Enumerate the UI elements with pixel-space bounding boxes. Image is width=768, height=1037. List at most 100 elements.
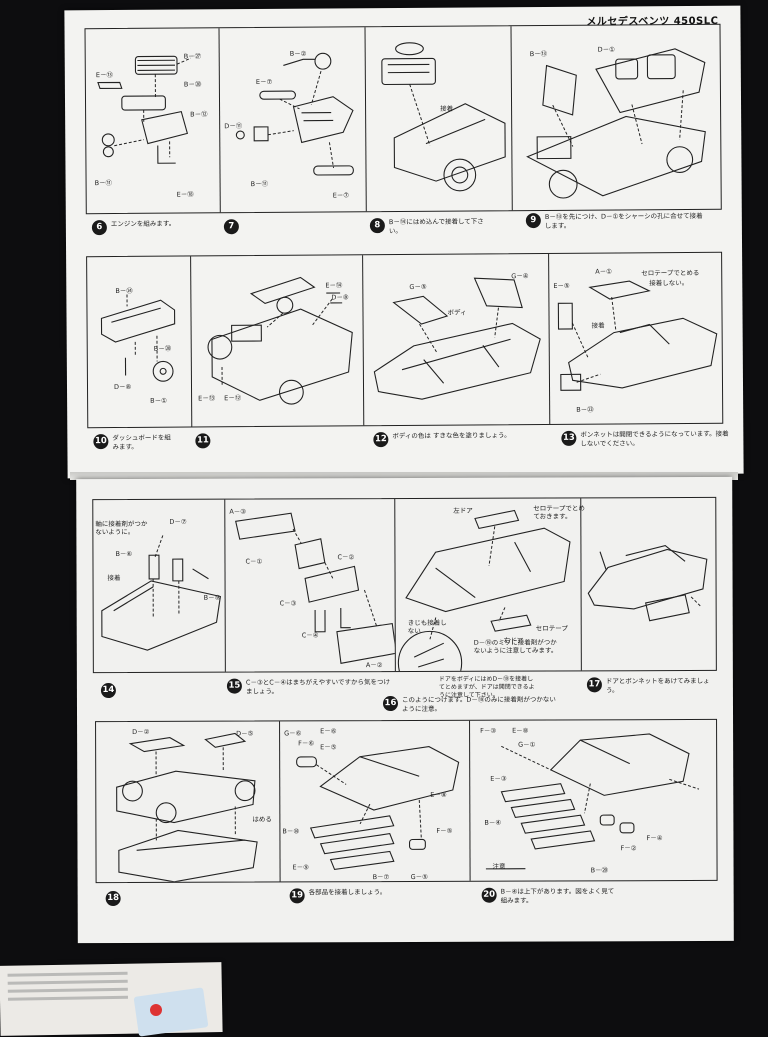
part-label: E－③ bbox=[490, 774, 507, 783]
step-20: 20 B－④は上下があります。図をよく見て組みます。 bbox=[481, 887, 621, 905]
step-number: 8 bbox=[369, 218, 385, 234]
doors-body-drawing bbox=[397, 509, 571, 672]
part-label: E－⑬ bbox=[198, 394, 216, 403]
part-label: B－① bbox=[150, 396, 167, 405]
illustration-step-11: E－⑭ D－⑧ E－⑬ E－⑫ bbox=[191, 255, 365, 427]
body-shell-drawing bbox=[373, 277, 541, 400]
step-9: 9 B－⑬を先につけ、D－①をシャーシの孔に合せて接着します。 bbox=[525, 212, 705, 231]
front-parts-drawing bbox=[296, 746, 460, 870]
illustration-step-12: G－⑤ G－④ ボディ bbox=[363, 253, 551, 426]
part-label: B－⑬ bbox=[529, 49, 548, 59]
illustration-step-15: A－③ C－① C－③ C－② C－④ A－② bbox=[225, 499, 396, 672]
step-number: 7 bbox=[223, 219, 239, 235]
part-label: E－⑤ bbox=[320, 743, 337, 752]
part-label: セロテープでとめる bbox=[641, 268, 700, 278]
instruction-sheet-top: メルセデスベンツ 450SLC B－㉗ E－⑬ B－⑳ bbox=[64, 5, 744, 479]
part-label: B－㉓ bbox=[576, 405, 594, 414]
step-number: 10 bbox=[93, 434, 109, 450]
step-13: 13 ボンネットは開閉できるようになっています。接着しないでください。 bbox=[561, 430, 730, 449]
illustration-step-14: 軸に接着剤がつかないように。 D－⑦ B－⑥ 接着 B－⑨ bbox=[93, 499, 226, 673]
part-label: E－⑥ bbox=[320, 727, 337, 736]
illustration-step-18: D－② D－⑤ はめる bbox=[96, 721, 281, 883]
panel-row-2: B－㉔ B－⑳ D－⑧ B－① E－⑭ D－⑧ E－⑬ bbox=[86, 251, 724, 429]
part-label: C－④ bbox=[301, 631, 319, 640]
step-6: 6 エンジンを組みます。 bbox=[91, 219, 176, 236]
interior-assembly-drawing bbox=[207, 276, 353, 405]
illustration-step-7: B－② E－⑦ D－⑪ B－⑪ E－⑦ bbox=[219, 27, 367, 213]
part-label: B－④ bbox=[484, 818, 502, 827]
part-label: B－⑥ bbox=[115, 549, 133, 559]
step-number: 19 bbox=[289, 888, 305, 904]
part-label: F－⑥ bbox=[298, 739, 315, 748]
seat-mount-drawing bbox=[101, 535, 222, 651]
illustration-step-10: B－㉔ B－⑳ D－⑧ B－① bbox=[87, 256, 193, 428]
door-panels-drawing bbox=[235, 512, 395, 664]
part-label: E－⑤ bbox=[553, 281, 570, 290]
open-doors-drawing bbox=[587, 544, 708, 622]
step-note: 各部品を接着しましょう。 bbox=[308, 888, 387, 897]
step-17: 17 ドアとボンネットをあけてみましょう。 bbox=[586, 676, 716, 695]
step-number: 16 bbox=[382, 696, 399, 712]
chassis-to-body-drawing bbox=[116, 732, 258, 883]
step-19: 19 各部品を接着しましょう。 bbox=[289, 888, 387, 904]
panel-row-1: B－㉗ E－⑬ B－⑳ B－⑫ B－⑪ E－⑱ bbox=[84, 23, 722, 215]
page-fold bbox=[70, 472, 738, 480]
part-label: E－⑧ bbox=[512, 726, 529, 735]
step-7: 7 bbox=[223, 219, 239, 235]
decal-red-dot bbox=[150, 1004, 162, 1016]
step-note: B－⑭にはめ込んで接着して下さい。 bbox=[388, 217, 484, 236]
step-18: 18 bbox=[105, 890, 121, 907]
part-label: E－⑫ bbox=[224, 394, 242, 403]
part-label: 接着 bbox=[107, 573, 121, 583]
part-label: B－⑳ bbox=[590, 866, 609, 875]
part-label: B－⑪ bbox=[250, 179, 269, 189]
part-label: D－⑪ bbox=[224, 122, 243, 131]
part-label: G－⑤ bbox=[410, 872, 428, 881]
part-label: E－⑭ bbox=[325, 281, 343, 290]
step-16: 16 このようにつけます。D－⑲のみに接着剤がつかないように注意。 bbox=[382, 695, 558, 714]
part-label: ボディ bbox=[447, 308, 467, 317]
part-label: F－④ bbox=[646, 834, 663, 843]
step-note: ドアとボンネットをあけてみましょう。 bbox=[605, 676, 710, 695]
step-12: 12 ボディの色は すきな色を塗りましょう。 bbox=[373, 431, 511, 448]
panel-row-3: 軸に接着剤がつかないように。 D－⑦ B－⑥ 接着 B－⑨ A－③ C－① bbox=[92, 496, 717, 674]
part-label: セロテープ bbox=[535, 624, 568, 633]
part-label: G－① bbox=[518, 740, 536, 749]
part-label: C－③ bbox=[279, 599, 297, 608]
part-label: D－① bbox=[597, 45, 616, 54]
part-label: D－⑧ bbox=[113, 382, 132, 392]
illustration-step-6: B－㉗ E－⑬ B－⑳ B－⑫ B－⑪ E－⑱ bbox=[85, 28, 221, 214]
illustration-step-13: A－① E－⑤ セロテープでとめる 接着しない。 接着 B－㉓ bbox=[549, 253, 724, 424]
engine-parts-drawing bbox=[97, 55, 191, 164]
step-note: C－③とC－④はまちがえやすいですから気をつけましょう。 bbox=[245, 678, 390, 696]
illustration-step-20: F－③ E－⑧ G－① E－③ B－④ F－② F－④ B－⑳ 注意 bbox=[470, 720, 719, 881]
illustration-step-9: B－⑬ D－① bbox=[511, 25, 722, 210]
part-label: B－㉗ bbox=[183, 52, 202, 61]
part-label: B－⑳ bbox=[153, 344, 172, 353]
illustration-step-19: G－⑥ F－⑥ E－⑥ E－⑤ B－⑩ E－⑧ F－⑤ B－⑦ E－⑨ G－⑤ bbox=[280, 720, 471, 882]
part-label: E－⑱ bbox=[176, 190, 194, 199]
step-note: ダッシュボードを組みます。 bbox=[112, 433, 171, 452]
chassis-interior-drawing bbox=[526, 48, 706, 199]
part-label: F－⑤ bbox=[436, 826, 453, 835]
chassis-engine-drawing bbox=[381, 42, 506, 192]
step-note: エンジンを組みます。 bbox=[110, 219, 176, 229]
step-14: 14 bbox=[100, 683, 116, 699]
part-label: B－⑪ bbox=[94, 179, 113, 188]
part-label: B－② bbox=[289, 49, 307, 58]
step-11: 11 bbox=[195, 433, 211, 449]
panel-row-4: D－② D－⑤ はめる G－⑥ F－⑥ E－⑥ E－⑤ B－⑩ bbox=[95, 718, 719, 884]
hood-and-body-drawing bbox=[557, 280, 718, 391]
part-label: F－② bbox=[620, 844, 637, 853]
step-note: このようにつけます。D－⑲のみに接着剤がつかないように注意。 bbox=[401, 695, 556, 714]
part-label: B－㉔ bbox=[115, 286, 133, 296]
step-number: 15 bbox=[226, 678, 242, 694]
part-label: D－⑲のミゾに接着剤がつかないように注意してみます。 bbox=[473, 638, 558, 655]
instruction-sheet-bottom: 軸に接着剤がつかないように。 D－⑦ B－⑥ 接着 B－⑨ A－③ C－① bbox=[76, 476, 734, 944]
part-label: 軸に接着剤がつかないように。 bbox=[95, 519, 148, 537]
step-note: ボディの色は すきな色を塗りましょう。 bbox=[392, 431, 511, 441]
part-label: D－② bbox=[132, 727, 150, 736]
part-label: B－⑳ bbox=[183, 80, 202, 89]
part-label: E－⑦ bbox=[255, 77, 273, 87]
step-number: 14 bbox=[100, 683, 116, 699]
